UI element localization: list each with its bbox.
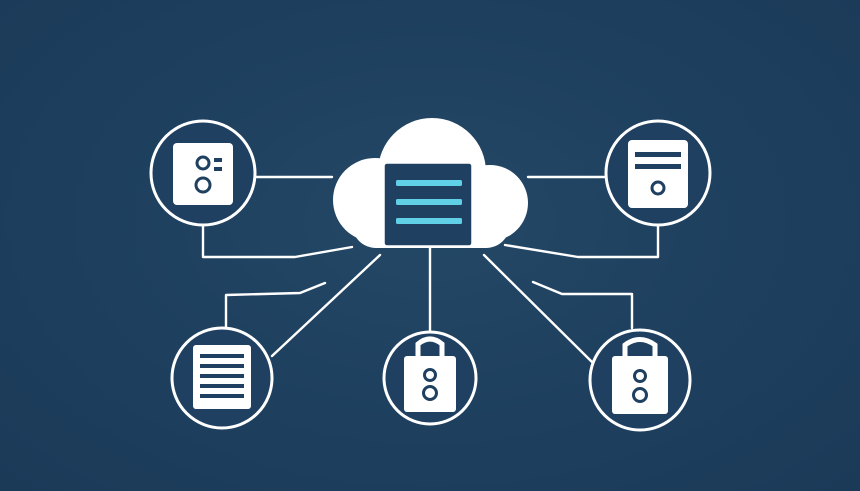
node-bottom-right (588, 328, 692, 432)
connector-bottom-right-lower (482, 253, 594, 364)
document-lines-icon (628, 140, 688, 208)
list-document-icon (193, 345, 251, 409)
node-top-left (149, 119, 257, 227)
connector-lines (201, 175, 660, 364)
cloud-hub (333, 118, 528, 248)
lock-icon (404, 336, 456, 412)
lock-icon (612, 337, 668, 414)
document-rings-icon (173, 143, 233, 205)
connector-bottom-left-lower (270, 253, 382, 358)
connector-bottom-left-upper (224, 281, 327, 332)
server-list-icon (383, 162, 473, 247)
node-bottom-left (170, 326, 274, 430)
connector-bottom-right-upper (531, 280, 634, 330)
node-bottom-center (382, 330, 478, 426)
connector-top-left-lower (201, 223, 354, 259)
connector-top-right-lower (503, 223, 660, 259)
node-top-right (604, 119, 712, 227)
